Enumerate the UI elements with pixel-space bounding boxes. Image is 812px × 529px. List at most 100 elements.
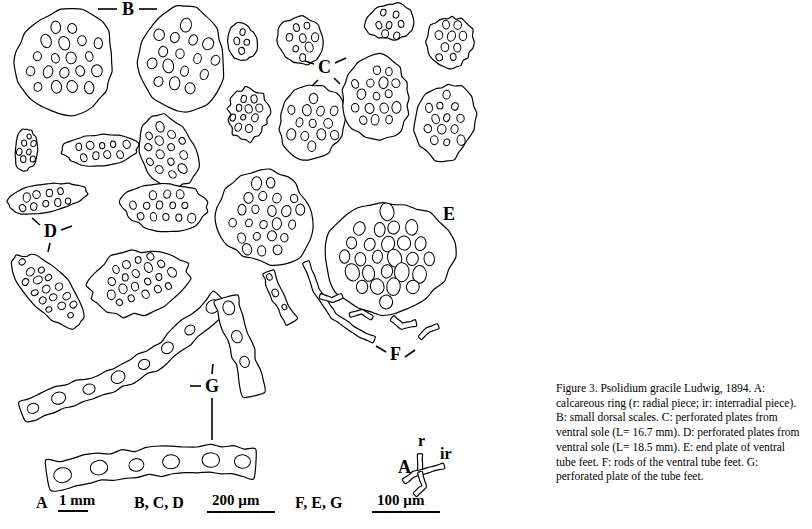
plate-perforation [131, 282, 140, 292]
plate-outline [303, 261, 376, 343]
plate-perforation [154, 164, 165, 175]
scale-bars [58, 511, 440, 512]
plate-perforation [229, 218, 237, 227]
plate-perforation [122, 139, 132, 149]
plate-perforation [233, 37, 240, 45]
plate-perforation [30, 140, 37, 147]
plate-perforation [136, 212, 144, 221]
plate-perforation [145, 157, 154, 167]
plate-perforation [304, 41, 315, 53]
plate-perforation [27, 134, 32, 140]
plate-outline [45, 444, 256, 491]
plate-perforation [339, 250, 350, 264]
plate-perforation [112, 265, 120, 275]
part-label: ir [440, 446, 452, 462]
plate-perforation [175, 189, 184, 199]
leader-line [405, 350, 415, 357]
leader-line [212, 364, 213, 374]
plate-perforation [405, 279, 421, 296]
plate-perforation [169, 31, 180, 43]
plate-perforation [459, 31, 467, 41]
plate-perforation [149, 191, 156, 200]
plate-perforation [30, 156, 36, 163]
plate-perforation [210, 54, 222, 67]
plate-perforation [434, 30, 443, 40]
plate-perforation [21, 140, 27, 147]
plate-perforation [57, 35, 72, 52]
plate-outline [19, 291, 229, 422]
plate-perforation [358, 115, 368, 125]
plate-perforation [375, 21, 383, 30]
plate-perforation [450, 124, 458, 134]
plate-perforation [259, 220, 269, 230]
plate-perforation [380, 9, 387, 17]
plate-perforation [456, 135, 465, 146]
leader-line [376, 346, 386, 352]
plate-outline [137, 6, 223, 112]
plate-perforation [30, 202, 37, 210]
plate-perforation [437, 124, 446, 134]
plate-perforation [107, 290, 116, 300]
plate-perforation [372, 91, 381, 100]
plate-perforation [94, 38, 103, 49]
plate-perforation [55, 198, 62, 206]
plate-perforation [163, 189, 172, 199]
plate-outline [7, 183, 88, 214]
plate-perforation [451, 102, 459, 111]
plate-perforation [77, 35, 87, 46]
plate-perforation [257, 245, 266, 256]
plate-perforation [179, 17, 192, 33]
plate-outline [426, 16, 475, 68]
plate-outline [418, 324, 439, 340]
plate-outline [215, 169, 313, 265]
plate-perforation [115, 150, 124, 160]
plate-perforation [453, 20, 462, 29]
plate-perforation [267, 205, 277, 217]
plate-perforation [53, 466, 73, 483]
plate-perforation [107, 276, 117, 287]
plate-perforation [386, 277, 401, 296]
plate-perforation [329, 105, 339, 116]
plate-perforation [121, 259, 131, 269]
plate-perforation [137, 357, 152, 371]
plate-perforation [379, 202, 396, 222]
plate-perforation [183, 323, 197, 337]
plate-perforation [350, 79, 359, 90]
plate-perforation [240, 95, 247, 103]
plate-perforation [300, 131, 309, 141]
plate-perforation [453, 43, 461, 52]
plate-perforation [286, 128, 296, 140]
scale-bar [58, 510, 88, 512]
plate-perforation [299, 33, 307, 43]
plate-perforation [156, 201, 163, 210]
plate-perforation [61, 291, 72, 301]
leader-line [98, 8, 117, 10]
plate-perforation [300, 54, 306, 62]
plate-outline [139, 114, 199, 188]
plate-outline [277, 16, 323, 65]
plate-perforation [371, 114, 380, 125]
plate-perforation [140, 289, 150, 300]
figure-letter: E [443, 205, 455, 223]
plate-perforation [143, 142, 153, 152]
plate-perforation [396, 235, 411, 251]
plate-perforation [187, 33, 199, 46]
plate-perforation [237, 232, 247, 244]
plate-perforation [442, 20, 450, 30]
plate-perforation [316, 128, 326, 140]
plate-perforation [230, 329, 244, 344]
plate-perforation [200, 36, 215, 52]
plate-outline [325, 203, 456, 316]
plate-perforation [309, 119, 317, 128]
plate-perforation [26, 402, 41, 415]
plate-perforation [143, 277, 152, 286]
leader-line [32, 218, 40, 225]
plate-perforation [169, 76, 181, 90]
plate-perforation [43, 200, 49, 207]
plate-perforation [91, 64, 104, 78]
plate-perforation [50, 80, 62, 94]
plate-perforation [280, 204, 292, 218]
plate-perforation [127, 294, 135, 302]
plate-perforation [187, 213, 196, 224]
plate-perforation [229, 113, 236, 121]
